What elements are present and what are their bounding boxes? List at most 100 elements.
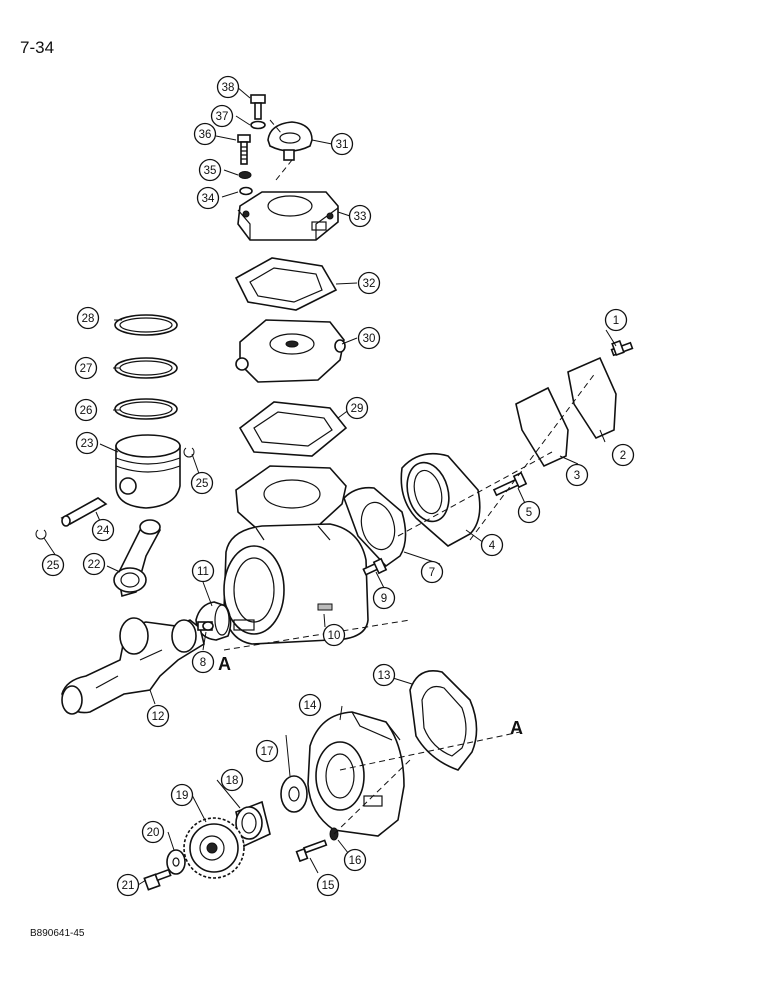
callout-9: 9 [372, 586, 396, 610]
callout-10: 10 [322, 623, 346, 647]
callout-12: 12 [146, 704, 170, 728]
callout-circle [190, 471, 214, 495]
callout-38: 38 [216, 75, 240, 99]
callout-number: 28 [82, 313, 95, 325]
callout-number: 15 [322, 880, 335, 892]
callout-number: 8 [200, 657, 206, 669]
callout-37: 37 [210, 104, 234, 128]
reference-mark-a-right: A [510, 718, 523, 738]
callout-19: 19 [170, 783, 194, 807]
piston-23 [115, 434, 181, 509]
callout-number: 36 [199, 129, 212, 141]
callout-circle [75, 431, 99, 455]
cover-plate-3 [515, 386, 569, 468]
callout-20: 20 [141, 820, 165, 844]
callout-14: 14 [298, 693, 322, 717]
callout-number: 5 [526, 507, 532, 519]
callout-21: 21 [116, 873, 140, 897]
callout-number: 3 [574, 470, 580, 482]
callout-circle [604, 308, 628, 332]
callout-number: 1 [613, 315, 619, 327]
callout-number: 22 [88, 559, 101, 571]
callout-number: 20 [147, 827, 160, 839]
bolt-1 [610, 339, 634, 357]
callout-circle [611, 443, 635, 467]
callout-32: 32 [357, 271, 381, 295]
bolt-38 [250, 94, 266, 120]
bolt-5 [492, 471, 528, 497]
callout-number: 12 [152, 711, 165, 723]
crankcase-10 [223, 465, 369, 645]
callout-number: 10 [328, 630, 341, 642]
callout-number: 30 [363, 333, 376, 345]
callout-circle [345, 396, 369, 420]
callout-11: 11 [191, 559, 215, 583]
bolt-36 [237, 134, 251, 165]
reference-mark-a-left: A [218, 654, 231, 674]
callout-1: 1 [604, 308, 628, 332]
callout-circle [76, 306, 100, 330]
bushing-18 [235, 800, 271, 848]
callout-circle [420, 560, 444, 584]
callout-3: 3 [565, 463, 589, 487]
figure-code: B890641-45 [30, 928, 85, 939]
callout-24: 24 [91, 518, 115, 542]
washer-20 [166, 849, 186, 875]
callout-13: 13 [372, 663, 396, 687]
callout-30: 30 [357, 326, 381, 350]
callout-number: 33 [354, 211, 367, 223]
gasket-32 [234, 257, 338, 311]
callout-circle [517, 500, 541, 524]
callout-5: 5 [517, 500, 541, 524]
callout-number: 18 [226, 775, 239, 787]
callout-circle [480, 533, 504, 557]
pin-8 [202, 621, 214, 631]
callout-circle [198, 158, 222, 182]
callout-number: 37 [216, 111, 229, 123]
washer-17 [280, 775, 308, 813]
washer-35 [238, 171, 252, 179]
callout-circle [210, 104, 234, 128]
callout-2: 2 [611, 443, 635, 467]
callout-25: 25 [41, 553, 65, 577]
callout-25: 25 [190, 471, 214, 495]
callout-number: 4 [489, 540, 496, 552]
callout-circle [82, 552, 106, 576]
callout-18: 18 [220, 768, 244, 792]
callout-number: 35 [204, 165, 217, 177]
callout-circle [357, 326, 381, 350]
gasket-13 [409, 670, 478, 771]
bolt-21 [143, 868, 172, 891]
callout-16: 16 [343, 848, 367, 872]
callout-number: 17 [261, 746, 274, 758]
callout-28: 28 [76, 306, 100, 330]
callout-8: 8 [191, 650, 215, 674]
gasket-29 [238, 401, 348, 457]
bolt-9 [362, 557, 388, 576]
callout-35: 35 [198, 158, 222, 182]
callout-circle [41, 553, 65, 577]
callout-27: 27 [74, 356, 98, 380]
page-number: 7-34 [20, 38, 55, 57]
callout-circle [91, 518, 115, 542]
callout-15: 15 [316, 873, 340, 897]
crankshaft-12 [61, 617, 213, 715]
callout-circle [357, 271, 381, 295]
end-cover-4 [400, 452, 481, 547]
callout-circle [565, 463, 589, 487]
callout-number: 14 [304, 700, 317, 712]
callout-circle [116, 873, 140, 897]
callout-34: 34 [196, 186, 220, 210]
callout-circle [191, 650, 215, 674]
callout-7: 7 [420, 560, 444, 584]
piston-ring-28 [114, 314, 178, 336]
callout-circle [220, 768, 244, 792]
callout-circle [74, 356, 98, 380]
callout-22: 22 [82, 552, 106, 576]
callout-number: 25 [196, 478, 209, 490]
callout-circle [141, 820, 165, 844]
callout-number: 2 [620, 450, 626, 462]
callout-number: 9 [381, 593, 387, 605]
callout-number: 26 [80, 405, 93, 417]
